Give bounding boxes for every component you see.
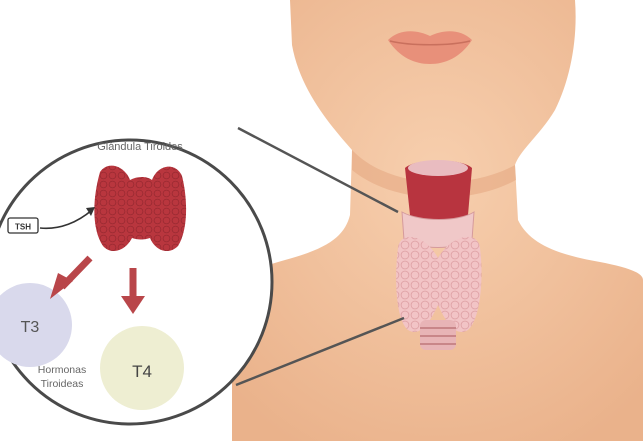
gland-title-label: Glándula Tiroides — [97, 141, 183, 153]
thyroid-lobules-zoom — [94, 166, 186, 251]
t4-label: T4 — [132, 362, 152, 381]
t3-label: T3 — [21, 319, 40, 336]
hormones-label-line2: Tiroideas — [41, 378, 84, 390]
trachea — [420, 320, 456, 350]
tsh-label: TSH — [15, 223, 31, 232]
hormones-label-line1: Hormonas — [38, 364, 86, 376]
magnifier: Glándula Tiroides TSH T3 T4 Hormonas Tir… — [0, 140, 272, 424]
hyoid — [408, 160, 468, 176]
